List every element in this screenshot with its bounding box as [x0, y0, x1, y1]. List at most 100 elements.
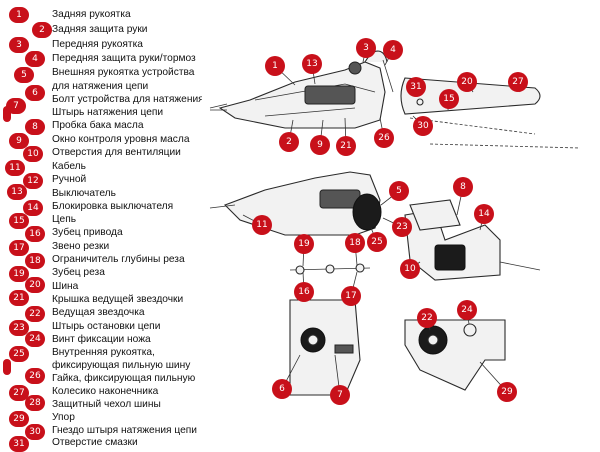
legend-label: Зубец реза: [52, 267, 105, 278]
legend-label: Винт фиксации ножа: [52, 334, 151, 345]
legend-number-badge: 4: [25, 51, 45, 67]
svg-text:8: 8: [460, 182, 466, 192]
legend-item: 14 Блокировка выключателя: [0, 200, 205, 216]
callout-17: 17: [341, 286, 361, 306]
legend-label: Отверстия для вентиляции: [52, 147, 181, 158]
legend-item: 31 Отверстие смазки: [0, 436, 205, 452]
callout-1: 1: [265, 56, 285, 76]
legend-item: 29 Упор: [0, 411, 205, 427]
svg-text:27: 27: [512, 77, 523, 87]
svg-text:11: 11: [256, 220, 267, 230]
legend-item: 3 Передняя рукоятка: [0, 37, 205, 53]
callout-29: 29: [497, 382, 517, 402]
legend-number-badge: 1: [9, 7, 29, 23]
callout-31: 31: [406, 77, 426, 97]
legend-item: 16 Зубец привода: [0, 226, 205, 242]
legend-item: 28 Защитный чехол шины: [0, 395, 205, 413]
legend-label: Окно контроля уровня масла: [52, 134, 190, 145]
callout-8: 8: [453, 177, 473, 197]
legend-item: 17 Звено резки: [0, 240, 205, 256]
svg-text:20: 20: [461, 77, 473, 87]
svg-text:19: 19: [298, 239, 310, 249]
legend-label: Гнездо штыря натяжения цепи: [52, 425, 197, 436]
legend-label: Задняя защита руки: [52, 24, 148, 35]
legend-item: 21 Крышка ведущей звездочки: [0, 290, 205, 308]
legend-number-badge: 19: [9, 266, 29, 282]
legend-label: Передняя защита руки/тормоз: [52, 53, 196, 64]
svg-text:25: 25: [371, 237, 382, 247]
legend-label: Упор: [52, 412, 75, 423]
legend-number-badge: 21: [9, 290, 29, 306]
svg-text:1: 1: [272, 61, 278, 71]
legend-number-badge: 13: [7, 184, 27, 200]
legend-number-badge: 14: [23, 200, 43, 216]
legend-number-badge: 28: [25, 395, 45, 411]
callout-2: 2: [279, 132, 299, 152]
legend-number-badge: 16: [25, 226, 45, 242]
legend-item: 12 Ручной: [0, 173, 205, 189]
legend-number-badge: 6: [25, 85, 45, 101]
svg-text:18: 18: [349, 238, 361, 248]
svg-text:14: 14: [478, 209, 490, 219]
legend-number-badge: 9: [9, 133, 29, 149]
legend-label: Передняя рукоятка: [52, 39, 143, 50]
chainsaw-diagram: 1 13 3 4 2 9 21 26 31 15 20 27 30 5 11 2…: [209, 38, 581, 405]
legend-number-badge: 12: [23, 173, 43, 189]
legend-item: 7 Болт устройства для натяжения: [0, 93, 205, 114]
legend-label: Пробка бака масла: [52, 120, 144, 131]
legend-label: Штырь остановки цепи: [52, 321, 161, 332]
callout-16: 16: [294, 282, 314, 302]
legend-label: Блокировка выключателя: [52, 201, 174, 212]
svg-text:15: 15: [443, 94, 454, 104]
legend-label: Отверстие смазки: [52, 437, 138, 448]
legend-label: для натяжения цепи: [52, 81, 149, 92]
legend-item: 19 Зубец реза: [0, 266, 205, 282]
chain-links-detail: [289, 263, 371, 275]
legend-label: Колесико наконечника: [52, 386, 159, 397]
legend-label: Зубец привода: [52, 227, 123, 238]
sprocket-cover-detail: [289, 299, 361, 396]
callout-9: 9: [310, 135, 330, 155]
legend-item: 6 для натяжения цепи: [0, 80, 205, 101]
svg-text:7: 7: [337, 390, 343, 400]
legend-label: Шина: [52, 281, 79, 292]
callout-6: 6: [272, 379, 292, 399]
legend-item: Штырь натяжения цепи: [0, 106, 205, 122]
chainsaw-middle-view: [209, 171, 382, 236]
legend-label: Звено резки: [52, 241, 110, 252]
legend-label: Ручной: [52, 174, 87, 185]
legend-number-badge: 2: [32, 22, 52, 38]
svg-text:16: 16: [298, 287, 310, 297]
callout-18: 18: [345, 233, 365, 253]
legend-number-badge: 5: [14, 67, 34, 83]
legend-item: 26 Гайка, фиксирующая пильную: [0, 368, 205, 387]
legend-number-badge: 10: [23, 146, 43, 162]
legend-item: 4 Передняя защита руки/тормоз: [0, 51, 205, 67]
svg-text:17: 17: [345, 291, 356, 301]
legend-number-badge: 31: [9, 436, 29, 452]
legend-label: Цепь: [52, 214, 77, 225]
legend-label: Болт устройства для натяжения: [52, 94, 202, 105]
legend-number-badge: 17: [9, 240, 29, 256]
legend-item: 15 Цепь: [0, 213, 205, 229]
callout-5: 5: [389, 181, 409, 201]
legend-number-badge: 3: [9, 37, 29, 53]
legend-number-badge: 15: [9, 213, 29, 229]
svg-text:2: 2: [286, 137, 292, 147]
legend-item: 27 Колесико наконечника: [0, 385, 205, 401]
svg-text:31: 31: [410, 82, 421, 92]
legend-item: 10 Отверстия для вентиляции: [0, 146, 205, 162]
svg-text:9: 9: [317, 140, 323, 150]
legend-number-badge: 24: [25, 331, 45, 347]
svg-text:23: 23: [396, 222, 407, 232]
callout-20: 20: [457, 72, 477, 92]
callout-22: 22: [417, 308, 437, 328]
legend-label: Защитный чехол шины: [52, 399, 161, 410]
legend-item: 13 Выключатель: [0, 184, 205, 202]
svg-text:3: 3: [363, 43, 369, 53]
svg-text:10: 10: [404, 264, 416, 274]
legend-marker: [3, 359, 11, 375]
legend-label: Задняя рукоятка: [52, 9, 131, 20]
callout-7: 7: [330, 385, 350, 405]
